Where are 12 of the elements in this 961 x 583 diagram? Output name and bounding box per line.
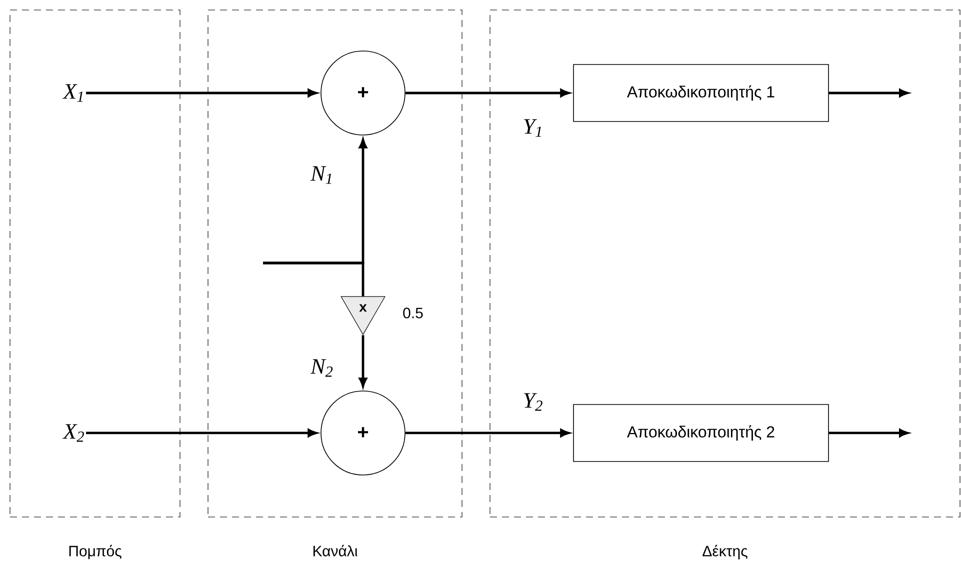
- node-label: Πομπός: [69, 544, 122, 560]
- signal-label: Y$_{2}$: [524, 393, 542, 411]
- decoder-box: Αποκωδικοποιητής 2: [573, 404, 829, 462]
- signal-label: X$_{1}$: [62, 84, 83, 102]
- signal-label: N$_{1}$: [310, 166, 332, 184]
- gain-value: 0.5: [403, 308, 423, 318]
- signal-label: N$_{2}$: [310, 359, 333, 377]
- signal-label: Y$_{1}$: [524, 119, 542, 137]
- signal-label: X$_{2}$: [62, 424, 84, 442]
- node-label: Δέκτης: [702, 544, 748, 560]
- node-label: Κανάλι: [313, 544, 358, 556]
- decoder-box: Αποκωδικοποιητής 1: [573, 64, 829, 122]
